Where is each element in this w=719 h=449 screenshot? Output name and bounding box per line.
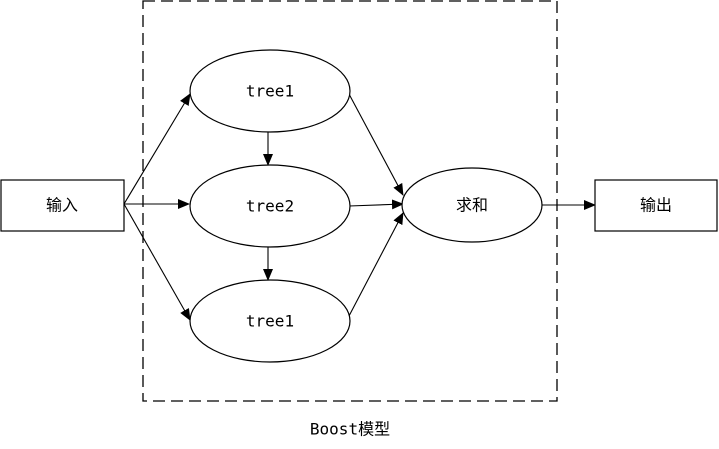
edges (123, 93, 596, 321)
tree-bottom-node: tree1 (189, 279, 351, 363)
input-box (0, 179, 125, 232)
tree-bottom-label: tree1 (246, 312, 294, 331)
diagram-caption: Boost模型 (310, 420, 390, 439)
edge-input-to-tree-bottom (123, 203, 191, 321)
input-node: 输入 (0, 179, 125, 232)
edge-tree-middle-to-sum (348, 199, 404, 210)
tree-bottom-ellipse (189, 279, 351, 363)
output-node: 输出 (594, 179, 718, 232)
tree-middle-node: tree2 (189, 164, 351, 248)
edge-tree-top-to-sum (348, 93, 404, 196)
tree-middle-ellipse (189, 164, 351, 248)
tree-top-ellipse (189, 49, 351, 133)
edge-tree-bottom-to-sum (348, 212, 404, 317)
boost-model-boundary (142, 0, 558, 402)
sum-ellipse (401, 167, 543, 243)
output-label: 输出 (640, 196, 672, 215)
output-box (594, 179, 718, 232)
sum-node: 求和 (401, 167, 543, 243)
tree-top-node: tree1 (189, 49, 351, 133)
edge-input-to-tree-top (123, 93, 191, 205)
tree-top-label: tree1 (246, 82, 294, 101)
tree-middle-label: tree2 (246, 197, 294, 216)
sum-label: 求和 (456, 196, 488, 215)
input-label: 输入 (46, 196, 78, 215)
